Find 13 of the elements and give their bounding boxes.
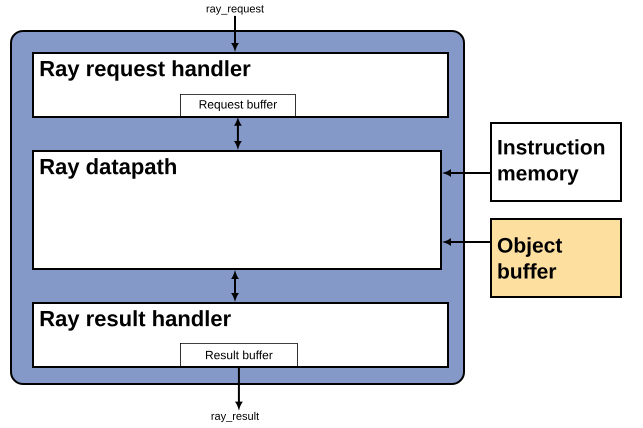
arrow <box>444 170 490 176</box>
signal-label: ray_request <box>206 5 264 15</box>
arrow <box>232 16 238 50</box>
memory-box: Object buffer <box>490 218 622 298</box>
module-box: Ray datapath <box>32 150 442 270</box>
buffer-box: Request buffer <box>180 94 296 117</box>
arrow <box>232 272 238 300</box>
arrow <box>236 366 242 408</box>
arrow <box>234 119 242 148</box>
memory-box: Instruction memory <box>490 122 622 202</box>
signal-label: ray_result <box>212 412 260 422</box>
buffer-box: Result buffer <box>180 343 298 367</box>
arrow <box>444 238 490 246</box>
